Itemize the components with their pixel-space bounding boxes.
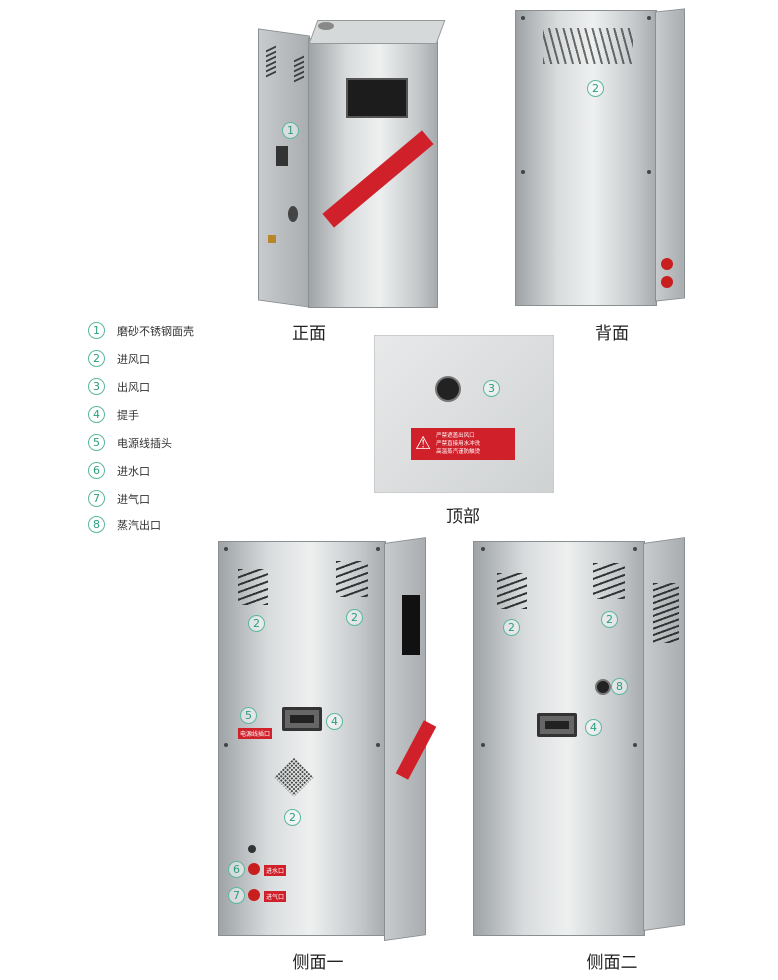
caption-side1: 侧面一 bbox=[292, 953, 344, 973]
caption-side2: 侧面二 bbox=[586, 953, 638, 973]
side-view-1: 2 2 4 5 电源线插口 2 6 进水口 7 进气口 bbox=[218, 533, 437, 941]
marker-2: 2 bbox=[248, 615, 265, 632]
marker-2: 2 bbox=[284, 809, 301, 826]
marker-6: 6 bbox=[228, 861, 245, 878]
marker-1: 1 bbox=[282, 122, 299, 139]
marker-2: 2 bbox=[503, 619, 520, 636]
marker-2: 2 bbox=[601, 611, 618, 628]
marker-7: 7 bbox=[228, 887, 245, 904]
air-outlet bbox=[435, 376, 461, 402]
marker-2: 2 bbox=[346, 609, 363, 626]
marker-5: 5 bbox=[240, 707, 257, 724]
caption-back: 背面 bbox=[595, 324, 629, 344]
warning-label: ⚠ 严禁遮盖出风口严禁直接用水冲洗高温蒸汽谨防触烫 bbox=[411, 428, 515, 460]
marker-4: 4 bbox=[326, 713, 343, 730]
top-view: 3 ⚠ 严禁遮盖出风口严禁直接用水冲洗高温蒸汽谨防触烫 bbox=[374, 335, 554, 493]
front-view: 1 bbox=[258, 20, 446, 310]
steam-outlet bbox=[595, 679, 611, 695]
handle bbox=[282, 707, 322, 731]
water-in-tag: 进水口 bbox=[264, 865, 287, 876]
handle bbox=[537, 713, 577, 737]
warning-icon: ⚠ bbox=[415, 433, 432, 454]
back-view: 2 bbox=[515, 8, 687, 310]
marker-4: 4 bbox=[585, 719, 602, 736]
power-tag: 电源线插口 bbox=[238, 728, 273, 739]
marker-2: 2 bbox=[587, 80, 604, 97]
side-view-2: 2 2 8 4 bbox=[473, 533, 688, 938]
air-in-tag: 进气口 bbox=[264, 891, 287, 902]
marker-3: 3 bbox=[483, 380, 500, 397]
caption-front: 正面 bbox=[292, 324, 326, 344]
marker-8: 8 bbox=[611, 678, 628, 695]
control-panel bbox=[346, 78, 408, 118]
caption-top: 顶部 bbox=[446, 507, 480, 527]
